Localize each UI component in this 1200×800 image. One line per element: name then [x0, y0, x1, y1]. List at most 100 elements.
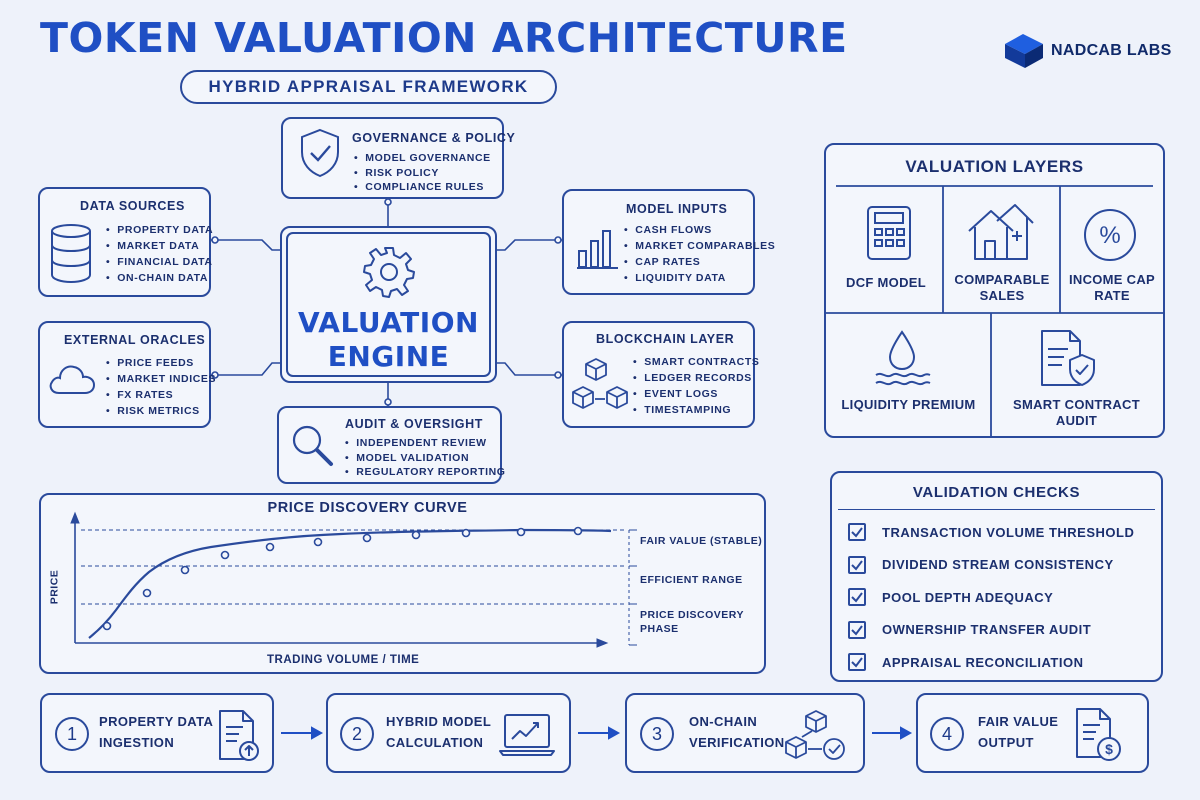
- checkbox-checked[interactable]: [848, 620, 866, 639]
- curve-xlabel: TRADING VOLUME / TIME: [267, 654, 420, 666]
- brand-logo: NADCAB LABS: [1003, 30, 1173, 72]
- model-inputs-list: CASH FLOWS MARKET COMPARABLES CAP RATES …: [624, 222, 775, 286]
- validation-item: TRANSACTION VOLUME THRESHOLD: [882, 524, 1135, 540]
- step-number: 1: [55, 717, 89, 751]
- model-inputs-item: MARKET COMPARABLES: [624, 238, 775, 254]
- external-oracles-box: EXTERNAL ORACLES PRICE FEEDS MARKET INDI…: [38, 321, 216, 428]
- model-inputs-item: LIQUIDITY DATA: [624, 270, 775, 286]
- valuation-layers-grid: [826, 185, 1163, 436]
- tile-label-smart-contract: SMART CONTRACT AUDIT: [1013, 397, 1140, 428]
- blocks-icon: [572, 358, 628, 409]
- model-inputs-item: CAP RATES: [624, 254, 775, 270]
- blockchain-layer-item: TIMESTAMPING: [633, 402, 759, 418]
- validation-list: TRANSACTION VOLUME THRESHOLD DIVIDEND ST…: [848, 516, 1134, 679]
- audit-item: MODEL VALIDATION: [345, 451, 506, 466]
- arrow-3-4: [900, 726, 913, 740]
- curve-zone-efficient: EFFICIENT RANGE: [640, 574, 743, 586]
- blockchain-layer-list: SMART CONTRACTS LEDGER RECORDS EVENT LOG…: [633, 354, 759, 418]
- database-icon: [51, 224, 91, 283]
- check-icon: [851, 527, 863, 538]
- laptop-chart-icon: [499, 714, 555, 756]
- step-number: 3: [640, 717, 674, 751]
- external-oracles-item: PRICE FEEDS: [106, 355, 216, 371]
- shield-check-icon: [301, 128, 339, 178]
- brand-name: NADCAB LABS: [1051, 42, 1172, 59]
- data-sources-title: DATA SOURCES: [80, 199, 185, 213]
- checkbox-checked[interactable]: [848, 523, 866, 542]
- data-sources-item: PROPERTY DATA: [106, 222, 213, 238]
- blockchain-layer-box: BLOCKCHAIN LAYER SMART CONTRACTS LEDGER …: [562, 321, 759, 428]
- magnifier-icon: [292, 425, 333, 466]
- validation-row: TRANSACTION VOLUME THRESHOLD: [848, 516, 1134, 549]
- arrow-2-3: [608, 726, 621, 740]
- blockchain-layer-item: EVENT LOGS: [633, 386, 759, 402]
- validation-row: APPRAISAL RECONCILIATION: [848, 646, 1134, 679]
- blockchain-layer-title: BLOCKCHAIN LAYER: [596, 332, 735, 346]
- document-shield-icon: [1041, 330, 1095, 386]
- checkbox-checked[interactable]: [848, 588, 866, 607]
- audit-oversight-box: AUDIT & OVERSIGHT INDEPENDENT REVIEW MOD…: [277, 406, 505, 484]
- data-sources-item: ON-CHAIN DATA: [106, 270, 213, 286]
- step-label-line2: INGESTION: [99, 735, 175, 750]
- engine-title-line2: ENGINE: [327, 340, 450, 373]
- percent-icon: %: [1084, 209, 1136, 261]
- bar-chart-icon: [577, 230, 618, 269]
- price-discovery-box: PRICE DISCOVERY CURVE: [39, 493, 766, 674]
- audit-list: INDEPENDENT REVIEW MODEL VALIDATION REGU…: [345, 436, 506, 480]
- step-label: ON-CHAIN VERIFICATION: [689, 711, 785, 753]
- model-inputs-item: CASH FLOWS: [624, 222, 775, 238]
- svg-text:%: %: [1099, 222, 1120, 249]
- data-sources-list: PROPERTY DATA MARKET DATA FINANCIAL DATA…: [106, 222, 213, 286]
- tile-label-dcf: DCF MODEL: [846, 275, 926, 290]
- curve-zone-discovery: PRICE DISCOVERY PHASE: [640, 609, 744, 635]
- external-oracles-item: MARKET INDICES: [106, 371, 216, 387]
- step-label: PROPERTY DATA INGESTION: [99, 711, 213, 753]
- gear-icon: [363, 247, 415, 298]
- process-step-2: 2 HYBRID MODEL CALCULATION: [326, 693, 571, 773]
- step-label-line1: HYBRID MODEL: [386, 714, 492, 729]
- governance-item: MODEL GOVERNANCE: [354, 151, 491, 166]
- validation-checks-title: VALIDATION CHECKS: [912, 484, 1081, 501]
- model-inputs-box: MODEL INPUTS CASH FLOWS MARKET COMPARABL…: [562, 189, 775, 295]
- check-icon: [851, 625, 863, 636]
- valuation-engine-box: VALUATION ENGINE: [280, 226, 497, 383]
- blockchain-layer-item: SMART CONTRACTS: [633, 354, 759, 370]
- step-label: HYBRID MODEL CALCULATION: [386, 711, 491, 753]
- data-sources-box: DATA SOURCES PROPERTY DATA MARKET DATA F…: [38, 187, 213, 297]
- step-label-line1: ON-CHAIN: [689, 714, 758, 729]
- audit-title: AUDIT & OVERSIGHT: [345, 417, 483, 431]
- data-sources-item: FINANCIAL DATA: [106, 254, 213, 270]
- check-icon: [851, 657, 863, 668]
- calculator-icon: [867, 206, 911, 260]
- subtitle-pill: HYBRID APPRAISAL FRAMEWORK: [180, 70, 557, 104]
- step-label: FAIR VALUE OUTPUT: [978, 711, 1058, 753]
- external-oracles-title: EXTERNAL ORACLES: [64, 333, 206, 347]
- brand-logo-icon: [1005, 34, 1043, 68]
- validation-item: APPRAISAL RECONCILIATION: [882, 654, 1084, 670]
- checkbox-checked[interactable]: [848, 653, 866, 672]
- data-sources-item: MARKET DATA: [106, 238, 213, 254]
- external-oracles-list: PRICE FEEDS MARKET INDICES FX RATES RISK…: [106, 355, 216, 419]
- price-discovery-chart: [70, 511, 637, 648]
- governance-item: COMPLIANCE RULES: [354, 180, 491, 195]
- step-label-line1: PROPERTY DATA: [99, 714, 214, 729]
- step-label-line1: FAIR VALUE: [978, 714, 1059, 729]
- validation-row: POOL DEPTH ADEQUACY: [848, 581, 1134, 614]
- tile-label-comparable: COMPARABLE SALES: [954, 272, 1050, 303]
- engine-title-line1: VALUATION: [298, 306, 479, 339]
- checkbox-checked[interactable]: [848, 555, 866, 574]
- svg-text:$: $: [1105, 741, 1113, 757]
- external-oracles-item: RISK METRICS: [106, 403, 216, 419]
- engine-title: VALUATION ENGINE: [282, 306, 495, 374]
- model-inputs-title: MODEL INPUTS: [626, 202, 728, 216]
- external-oracles-item: FX RATES: [106, 387, 216, 403]
- step-label-line2: CALCULATION: [386, 735, 484, 750]
- governance-list: MODEL GOVERNANCE RISK POLICY COMPLIANCE …: [354, 151, 491, 195]
- arrow-1-2: [311, 726, 324, 740]
- validation-row: OWNERSHIP TRANSFER AUDIT: [848, 614, 1134, 647]
- validation-row: DIVIDEND STREAM CONSISTENCY: [848, 549, 1134, 582]
- blocks-check-icon: [785, 710, 845, 760]
- main-title: TOKEN VALUATION ARCHITECTURE: [40, 14, 848, 62]
- audit-item: INDEPENDENT REVIEW: [345, 436, 506, 451]
